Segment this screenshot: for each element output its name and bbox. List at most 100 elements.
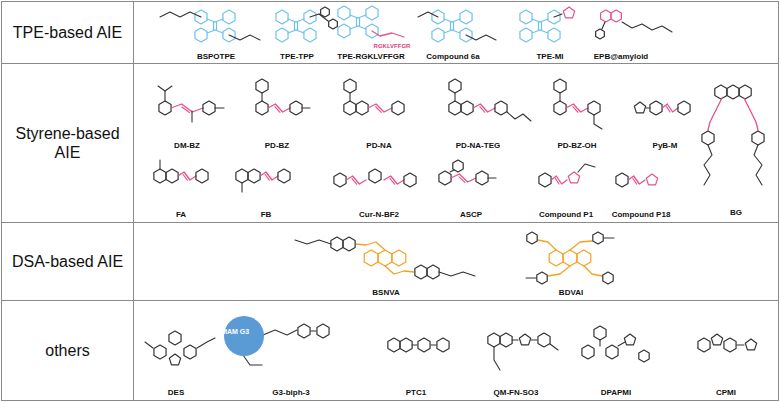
bond-line: [452, 30, 460, 33]
ring: [196, 169, 208, 183]
ring: [415, 265, 427, 279]
ring: [366, 6, 378, 20]
bond-line: [213, 22, 214, 30]
bond-line: [297, 22, 298, 30]
ring: [304, 28, 316, 42]
ring: [331, 237, 343, 251]
bond-line: [288, 30, 296, 33]
bond-line: [275, 107, 280, 113]
ring: [568, 172, 579, 183]
bond-line: [412, 344, 417, 345]
ring: [388, 338, 400, 352]
ring: [739, 85, 751, 99]
compound-name: Compound 6a: [426, 53, 479, 61]
compound-name: BSPOTPE: [197, 53, 235, 61]
bond-line: [350, 15, 358, 18]
row-title: DSA-based AIE: [12, 252, 123, 271]
compound-cell: DM-BZPD-BZPD-NAPD-NA-TEGPD-BZ-OHPyB-MBGF…: [133, 63, 779, 223]
bond-line: [207, 30, 215, 33]
ring: [154, 345, 166, 359]
compound-name: PD-NA: [366, 142, 391, 150]
row-title: others: [45, 341, 89, 360]
bond-line: [540, 19, 548, 22]
bond-line: [356, 242, 385, 250]
bond-line: [207, 19, 215, 22]
compound-cell: BSNVABDVAI: [133, 222, 779, 301]
ring: [400, 338, 412, 352]
bond-line: [215, 30, 223, 33]
ring: [611, 10, 621, 22]
ring: [166, 169, 178, 183]
bond-line: [358, 15, 366, 18]
compound-name: FA: [176, 211, 186, 219]
ring: [603, 272, 613, 284]
bond-line: [431, 344, 436, 345]
bond-line: [295, 240, 331, 244]
ring: [369, 169, 381, 183]
bond-line: [584, 266, 602, 276]
bond-line: [260, 172, 278, 180]
bond-line: [594, 115, 602, 129]
bond-line: [451, 174, 476, 182]
bond-line: [158, 86, 165, 91]
bond-line: [346, 176, 366, 184]
bond-line: [376, 107, 382, 113]
ring: [752, 131, 764, 145]
bond-line: [310, 14, 319, 17]
bond-line: [507, 112, 531, 121]
compound-name: CPMI: [716, 389, 736, 397]
bond-line: [296, 30, 304, 33]
ring: [500, 333, 512, 347]
bond-line: [550, 344, 558, 350]
ring: [404, 173, 416, 187]
bond-line: [265, 175, 269, 181]
ring: [461, 101, 473, 115]
compound-name: PTC1: [406, 389, 426, 397]
bond-line: [578, 164, 595, 172]
ring: [439, 171, 451, 185]
ring: [418, 338, 430, 352]
ring: [378, 250, 392, 266]
ring: [488, 333, 500, 347]
bond-line: [708, 98, 722, 130]
ring: [594, 326, 606, 340]
ring: [169, 354, 180, 365]
ring: [549, 250, 563, 266]
ring: [248, 169, 260, 183]
row-header: Styrene-based AIE: [1, 63, 134, 223]
bond-line: [450, 170, 454, 172]
ring: [593, 232, 603, 244]
ring: [745, 339, 756, 350]
ring: [298, 324, 310, 338]
bond-line: [294, 22, 295, 30]
compound-name: TPE-MI: [536, 53, 563, 61]
bond-line: [359, 18, 360, 26]
bond-line: [551, 176, 567, 184]
bond-line: [261, 93, 262, 101]
bond-line: [532, 30, 540, 33]
bond-line: [288, 19, 296, 22]
bond-line: [526, 277, 536, 278]
bond-line: [604, 237, 614, 238]
ring: [276, 10, 288, 24]
ring: [678, 101, 690, 115]
ring: [364, 250, 378, 266]
ring: [321, 7, 330, 17]
ring: [278, 169, 290, 183]
ring: [449, 101, 461, 115]
ring: [329, 19, 338, 29]
dendrimer-label: PAMAM G3: [212, 328, 244, 336]
bond-line: [532, 19, 540, 22]
bond-line: [704, 145, 712, 185]
ring: [317, 324, 329, 338]
bond-line: [444, 30, 452, 33]
bond-line: [570, 241, 592, 250]
ring: [338, 24, 350, 38]
ring: [650, 101, 662, 115]
ring: [537, 272, 547, 284]
compound-name: PD-NA-TEG: [456, 142, 500, 150]
ring: [554, 79, 566, 93]
bond-line: [541, 22, 542, 30]
bond-line: [418, 12, 438, 17]
